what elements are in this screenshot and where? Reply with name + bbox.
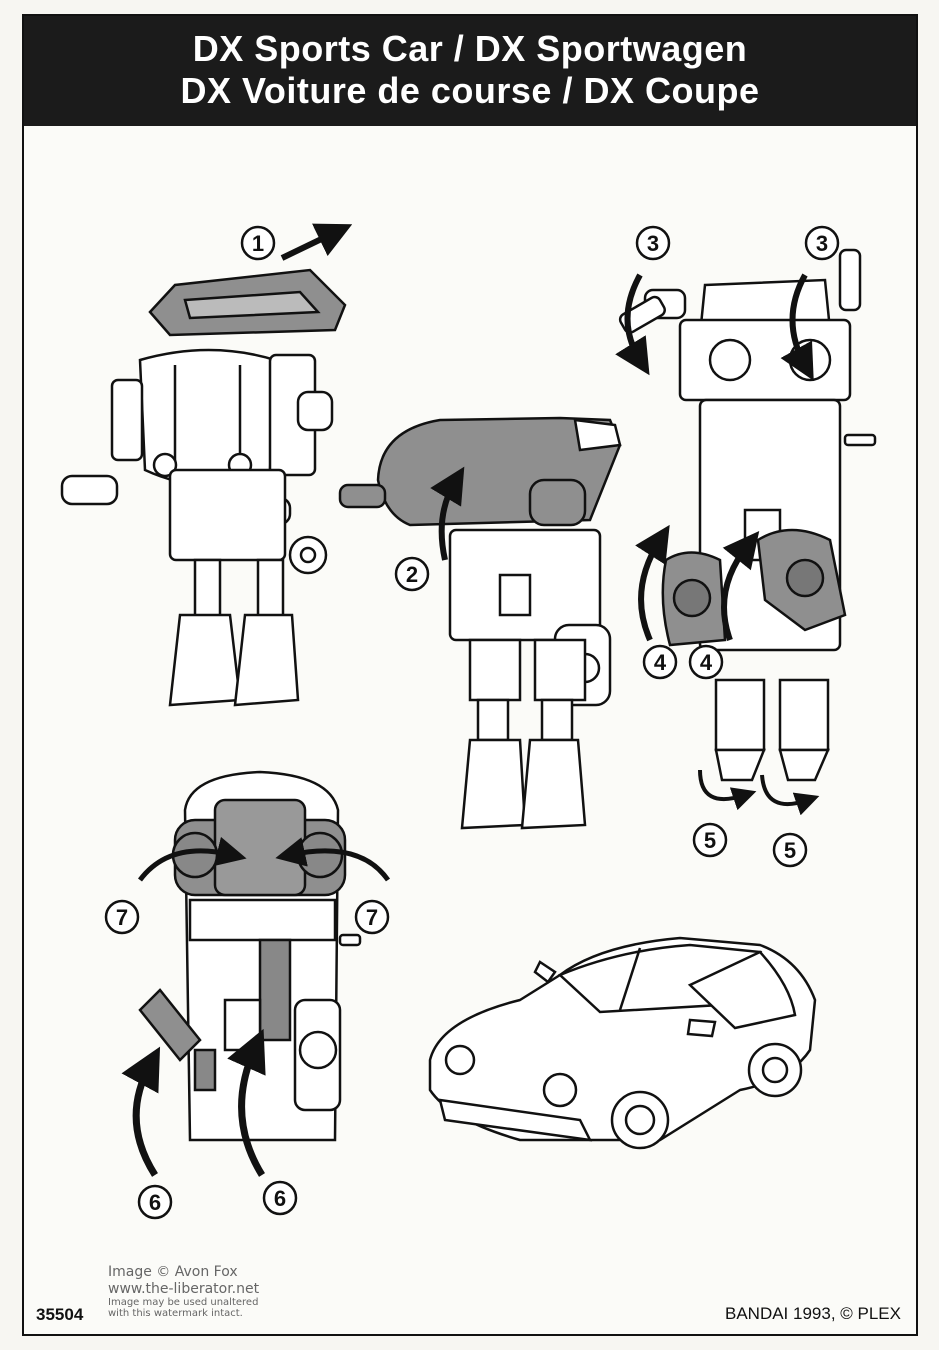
robot-figure-steps3-5 — [618, 248, 877, 782]
step-1-marker: 1 — [240, 223, 353, 261]
step-1-number: 1 — [252, 231, 264, 256]
svg-text:5: 5 — [704, 828, 716, 853]
title-line-2: DX Voiture de course / DX Coupe — [180, 70, 760, 111]
robot-figure-step2 — [338, 416, 622, 830]
copyright-notice: BANDAI 1993, © PLEX — [724, 1304, 901, 1323]
watermark-line-3: Image may be used unaltered — [108, 1297, 259, 1308]
svg-text:5: 5 — [784, 838, 796, 863]
title-line-1: DX Sports Car / DX Sportwagen — [192, 28, 748, 69]
svg-text:3: 3 — [816, 231, 828, 256]
sports-car-figure — [428, 936, 817, 1150]
title-banner: DX Sports Car / DX Sportwagen DX Voiture… — [24, 16, 916, 126]
watermark: Image © Avon Fox www.the-liberator.net I… — [108, 1264, 259, 1319]
watermark-line-2: www.the-liberator.net — [108, 1281, 260, 1297]
robot-figure-step1 — [60, 268, 347, 707]
svg-text:6: 6 — [274, 1186, 286, 1211]
svg-text:7: 7 — [366, 905, 378, 930]
robot-figure-steps6-7 — [138, 770, 362, 1142]
product-code: 35504 — [36, 1305, 84, 1324]
svg-text:7: 7 — [116, 905, 128, 930]
svg-text:4: 4 — [700, 650, 713, 675]
svg-text:2: 2 — [406, 562, 418, 587]
svg-text:4: 4 — [654, 650, 667, 675]
watermark-line-4: with this watermark intact. — [108, 1308, 243, 1319]
steps-6-7-markers: 7 7 6 6 — [104, 836, 391, 1220]
watermark-line-1: Image © Avon Fox — [108, 1264, 238, 1280]
svg-text:6: 6 — [149, 1190, 161, 1215]
steps-3-5-markers: 3 3 4 4 5 5 — [615, 225, 840, 868]
step-2-marker: 2 — [394, 466, 465, 592]
svg-text:3: 3 — [647, 231, 659, 256]
